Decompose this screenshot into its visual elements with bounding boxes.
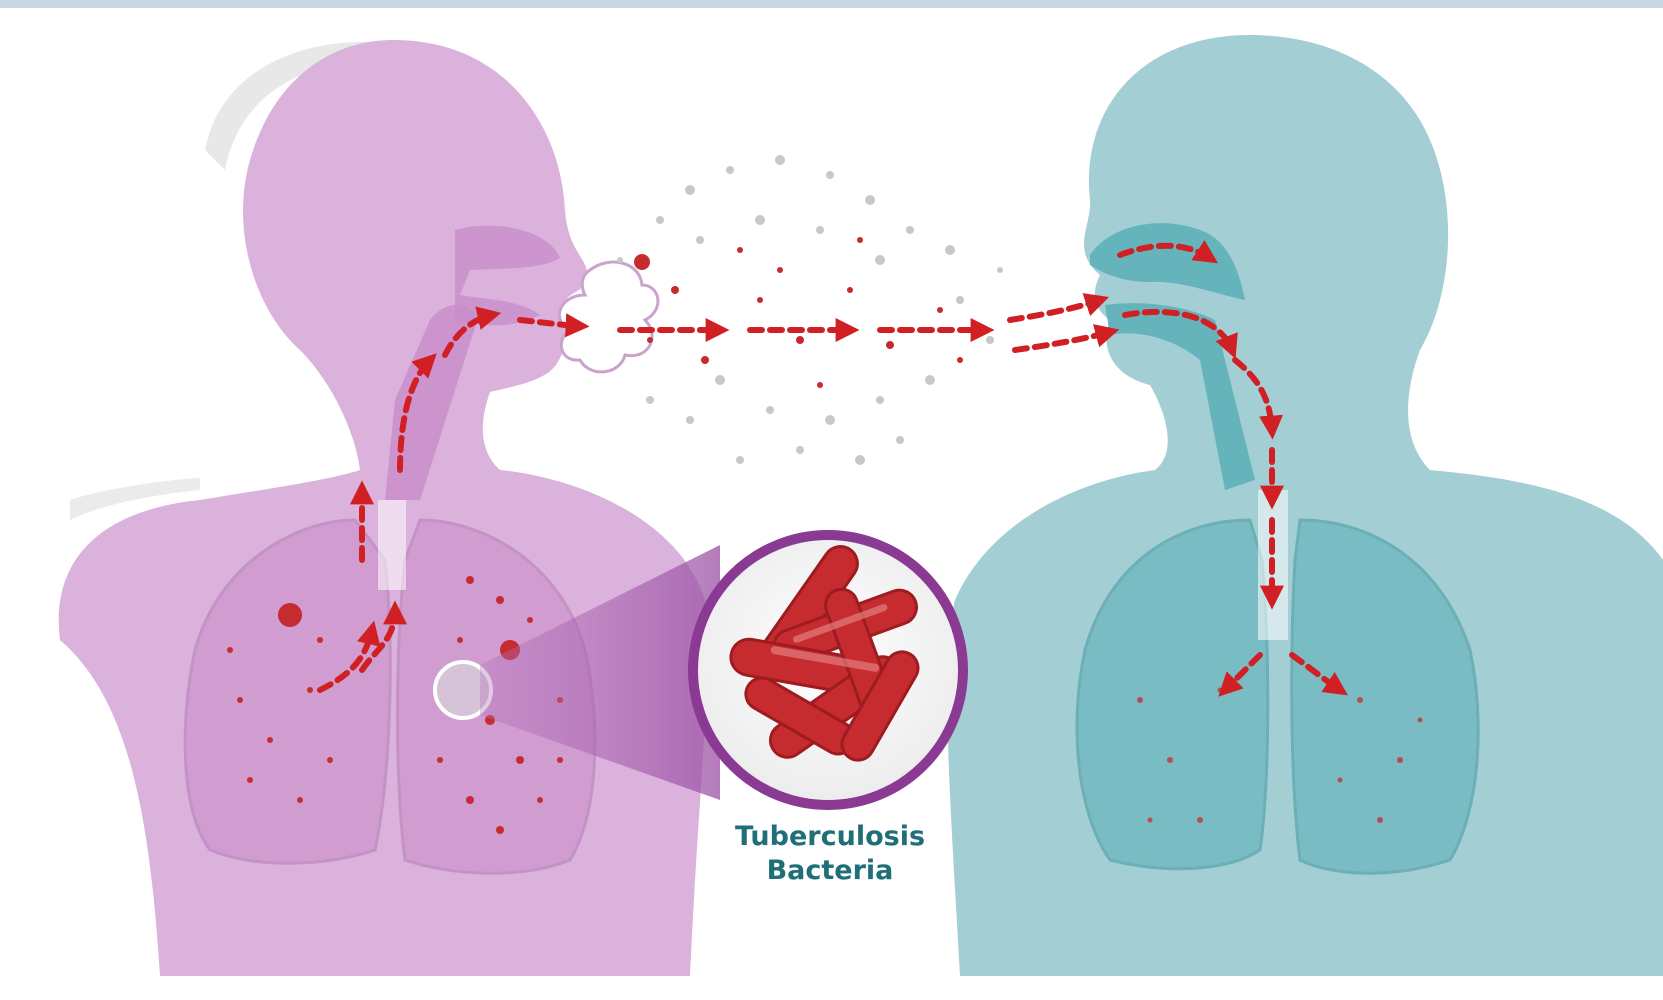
label-line-2: Bacteria — [720, 854, 940, 888]
label-line-1: Tuberculosis — [720, 820, 940, 854]
infected-person — [59, 40, 709, 976]
bacteria-cluster — [693, 535, 963, 805]
healthy-person — [947, 35, 1663, 976]
droplet-cloud — [559, 155, 1003, 465]
tuberculosis-bacteria-label: Tuberculosis Bacteria — [720, 820, 940, 888]
top-border — [0, 0, 1663, 8]
